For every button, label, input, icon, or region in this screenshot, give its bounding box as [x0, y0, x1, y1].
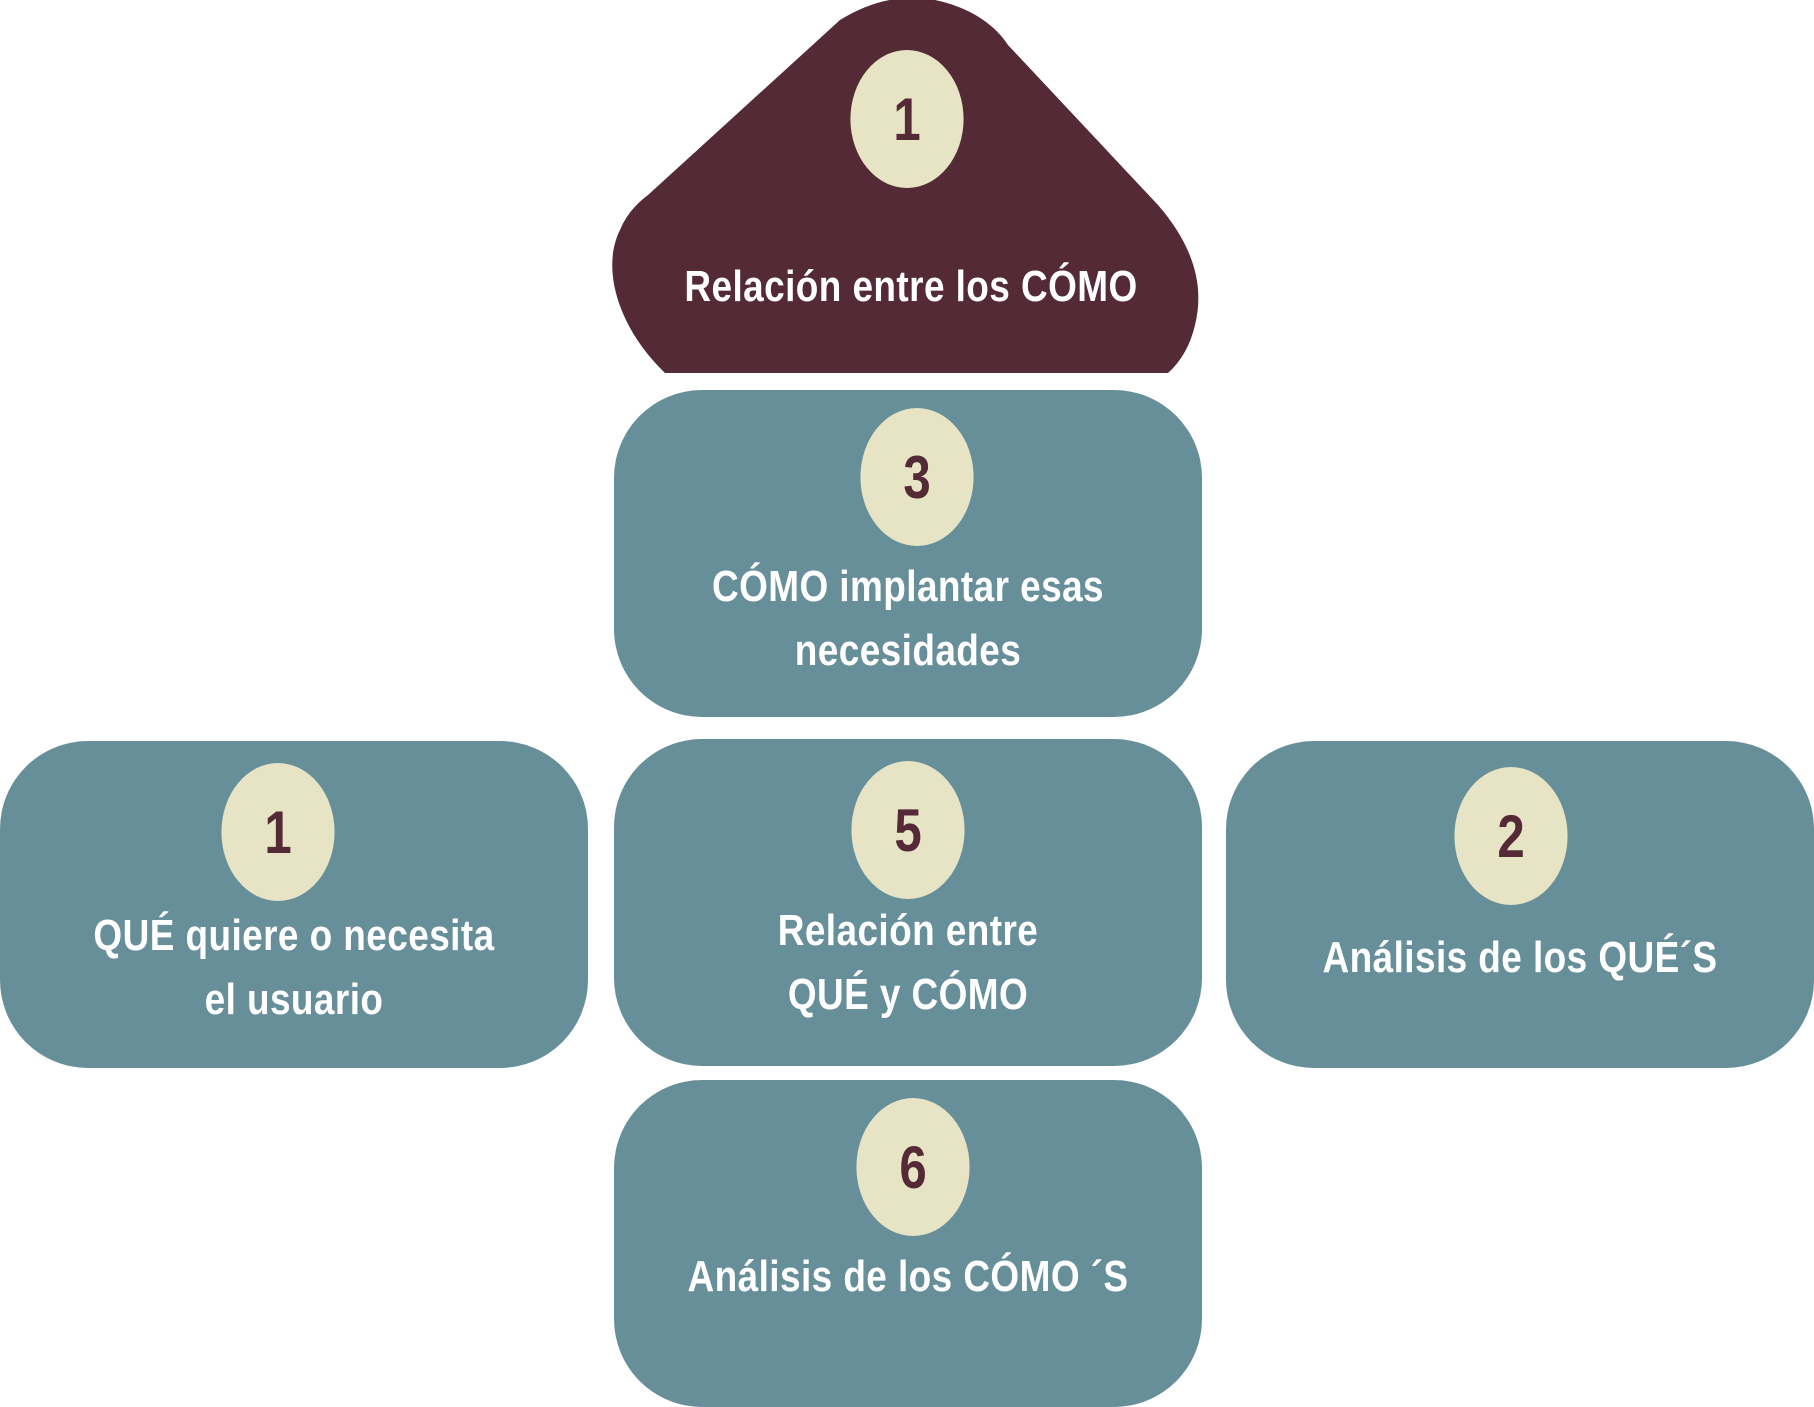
block-right-label: Análisis de los QUÉ´S	[1322, 933, 1718, 982]
block-left-number: 1	[264, 798, 292, 866]
block-top: 3 CÓMO implantar esas necesidades	[614, 390, 1202, 717]
block-right-number-badge: 2	[1454, 767, 1568, 905]
block-bottom-number-badge: 6	[856, 1098, 970, 1236]
block-top-number-badge: 3	[860, 408, 974, 546]
roof-number: 1	[893, 85, 921, 153]
block-bottom: 6 Análisis de los CÓMO ´S	[614, 1080, 1202, 1407]
block-top-label: CÓMO implantar esas necesidades	[711, 562, 1105, 675]
block-center-label: Relación entre QUÉ y CÓMO	[777, 906, 1039, 1019]
block-bottom-label: Análisis de los CÓMO ´S	[687, 1252, 1129, 1301]
block-bottom-number: 6	[899, 1133, 927, 1201]
roof-label: Relación entre los CÓMO	[684, 262, 1138, 311]
block-center: 5 Relación entre QUÉ y CÓMO	[614, 739, 1202, 1066]
block-left-number-badge: 1	[221, 763, 335, 901]
roof-number-badge: 1	[850, 50, 964, 188]
block-right-number: 2	[1497, 802, 1525, 870]
block-left-label: QUÉ quiere o necesita el usuario	[93, 911, 495, 1024]
block-right: 2 Análisis de los QUÉ´S	[1226, 741, 1814, 1068]
block-center-number-badge: 5	[851, 761, 965, 899]
block-center-number: 5	[894, 796, 922, 864]
block-left: 1 QUÉ quiere o necesita el usuario	[0, 741, 588, 1068]
block-top-number: 3	[903, 443, 931, 511]
